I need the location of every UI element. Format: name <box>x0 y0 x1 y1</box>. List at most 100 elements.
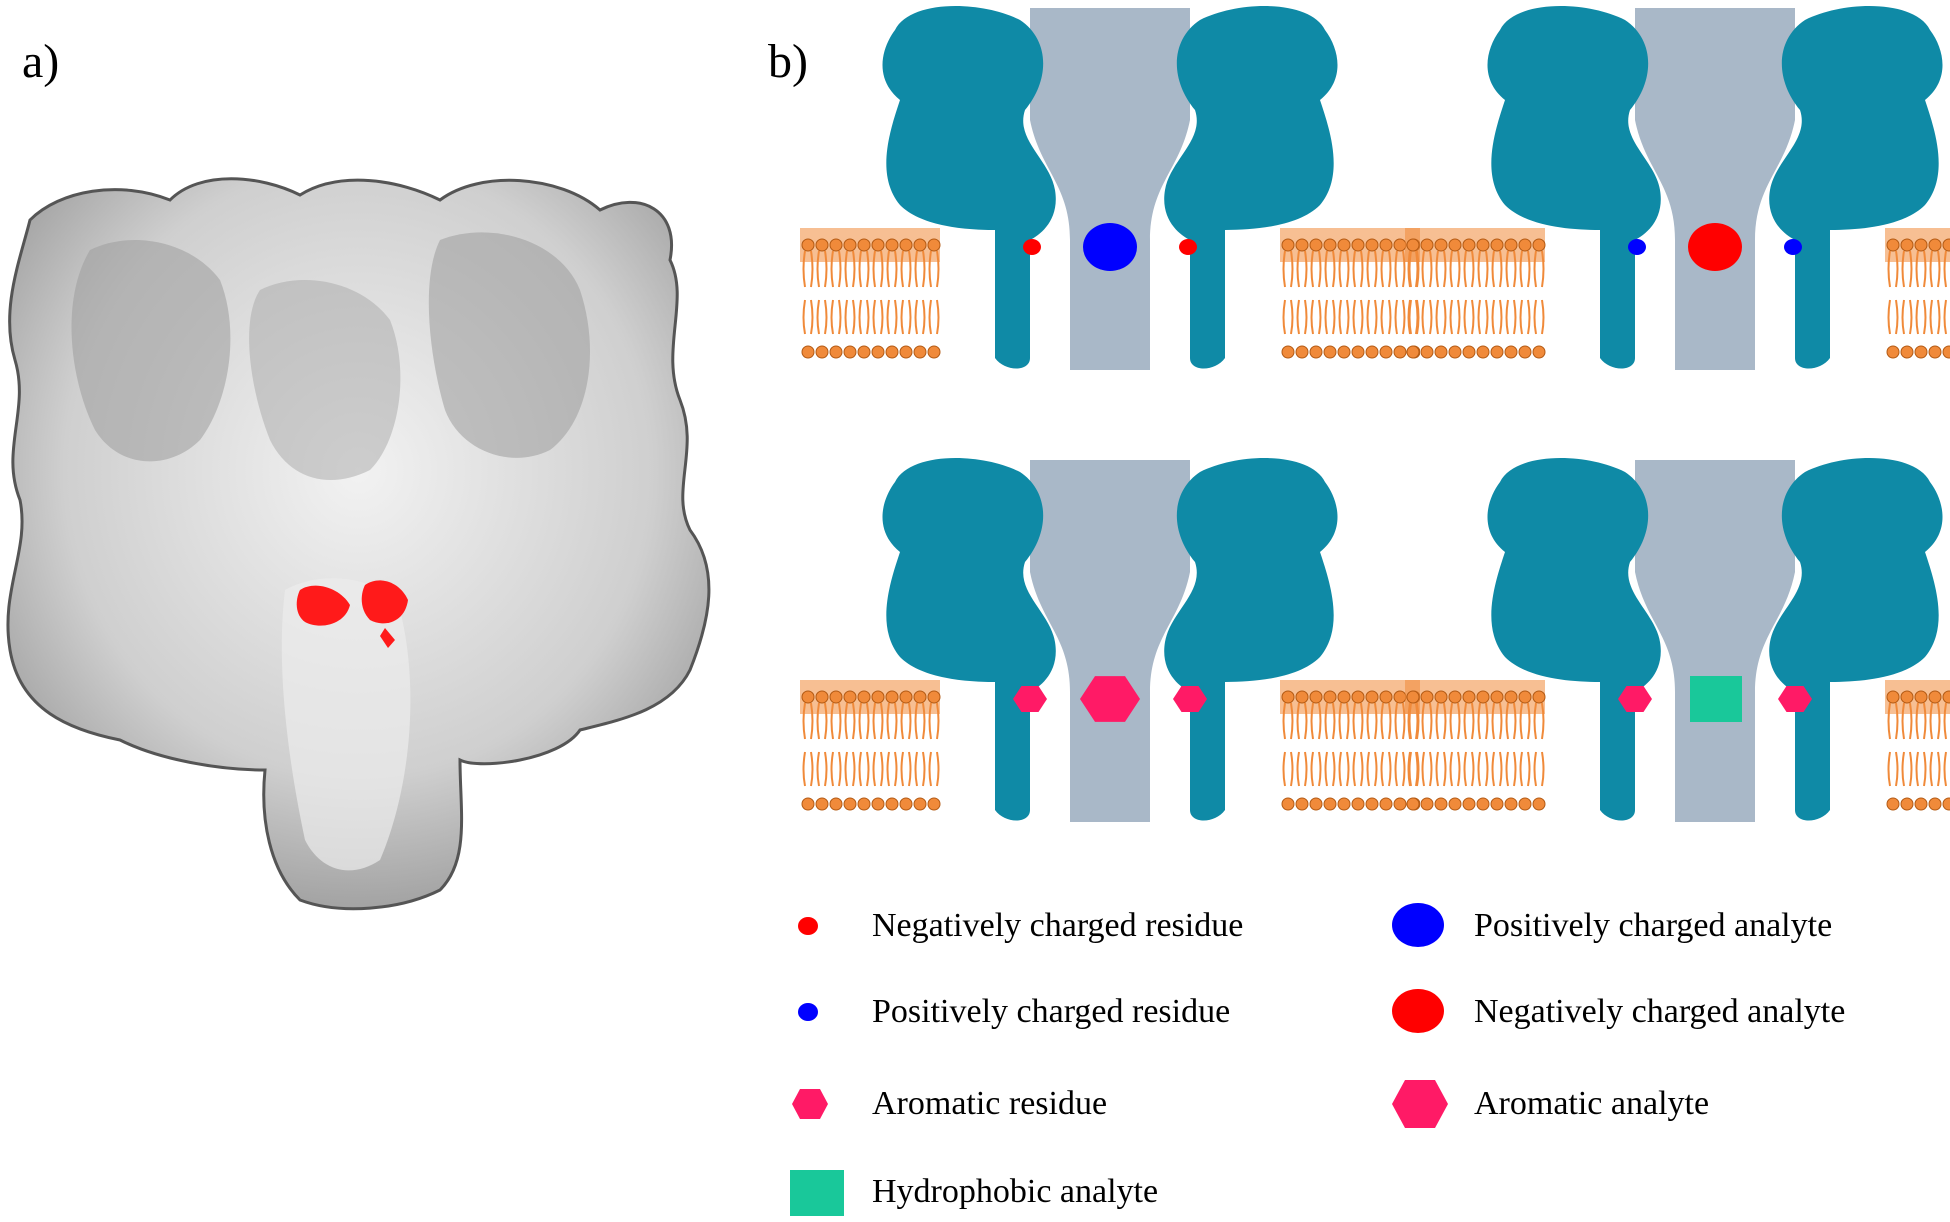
lipid-head-top <box>1310 239 1322 251</box>
lipid-tail-bottom <box>860 752 869 786</box>
lipid-head-top <box>1887 239 1899 251</box>
lipid-head-bottom <box>830 798 842 810</box>
lipid-head-bottom <box>1310 346 1322 358</box>
lipid-tail-bottom <box>1889 300 1898 334</box>
lipid-head-bottom <box>844 798 856 810</box>
lipid-head-bottom <box>1296 346 1308 358</box>
lipid-head-bottom <box>1282 346 1294 358</box>
lipid-head-top <box>914 239 926 251</box>
lipid-head-top <box>1366 691 1378 703</box>
lipid-tail-bottom <box>888 300 897 334</box>
lipid-head-bottom <box>1338 798 1350 810</box>
lipid-tail-bottom <box>1521 752 1530 786</box>
lipid-head-top <box>1449 691 1461 703</box>
lipid-head-bottom <box>1407 798 1419 810</box>
lipid-head-top <box>914 691 926 703</box>
lipid-tail-bottom <box>902 300 911 334</box>
lipid-head-bottom <box>1533 346 1545 358</box>
lipid-head-bottom <box>1929 346 1941 358</box>
lipid-head-top <box>1366 239 1378 251</box>
legend-positive-analyte: Positively charged analyte <box>1390 896 1832 956</box>
membrane-left <box>1405 680 1545 810</box>
lipid-head-bottom <box>1463 346 1475 358</box>
negative-residue-left <box>1023 239 1041 255</box>
lipid-head-bottom <box>802 346 814 358</box>
large-red-circle-icon <box>1390 987 1448 1035</box>
negative-analyte <box>1688 223 1742 271</box>
lipid-head-bottom <box>1352 798 1364 810</box>
lipid-head-bottom <box>1887 798 1899 810</box>
lipid-head-top <box>928 691 940 703</box>
lipid-head-bottom <box>900 346 912 358</box>
lipid-head-bottom <box>1421 346 1433 358</box>
lipid-tail-bottom <box>1535 752 1544 786</box>
lipid-head-top <box>830 239 842 251</box>
lipid-tail-bottom <box>832 300 841 334</box>
lipid-tail-bottom <box>1298 752 1307 786</box>
lipid-head-top <box>844 691 856 703</box>
lipid-head-top <box>1477 691 1489 703</box>
lipid-head-bottom <box>1505 798 1517 810</box>
lipid-head-top <box>1324 239 1336 251</box>
lipid-head-bottom <box>1901 346 1913 358</box>
lipid-head-top <box>816 239 828 251</box>
small-pink-hexagon-icon <box>790 1086 830 1122</box>
lipid-head-top <box>844 239 856 251</box>
lipid-head-bottom <box>886 346 898 358</box>
lipid-head-top <box>886 239 898 251</box>
lipid-head-top <box>1505 691 1517 703</box>
large-pink-hexagon-icon <box>1390 1078 1450 1130</box>
legend-label: Aromatic residue <box>872 1085 1107 1123</box>
lipid-tail-bottom <box>1354 300 1363 334</box>
lipid-head-top <box>872 239 884 251</box>
lipid-tail-bottom <box>1903 752 1912 786</box>
lipid-tail-bottom <box>1312 300 1321 334</box>
lipid-tail-bottom <box>860 300 869 334</box>
small-red-dot-icon <box>790 914 826 938</box>
legend-negative-analyte: Negatively charged analyte <box>1390 982 1845 1042</box>
lipid-head-bottom <box>1519 346 1531 358</box>
membrane-right <box>1885 228 1950 358</box>
lipid-head-bottom <box>1449 798 1461 810</box>
lipid-head-bottom <box>1380 346 1392 358</box>
lipid-head-top <box>1296 691 1308 703</box>
lipid-head-bottom <box>1533 798 1545 810</box>
lipid-tail-bottom <box>930 752 939 786</box>
lipid-head-top <box>1296 239 1308 251</box>
lipid-tail-bottom <box>874 300 883 334</box>
lipid-head-top <box>1533 691 1545 703</box>
lipid-head-bottom <box>1352 346 1364 358</box>
lipid-head-bottom <box>886 798 898 810</box>
lipid-head-top <box>1463 691 1475 703</box>
lipid-head-bottom <box>1943 798 1950 810</box>
panel-a-label: a) <box>22 38 59 86</box>
lipid-head-top <box>1407 691 1419 703</box>
lipid-head-bottom <box>816 798 828 810</box>
lipid-tail-bottom <box>930 300 939 334</box>
lipid-head-top <box>1449 239 1461 251</box>
lipid-head-top <box>1533 239 1545 251</box>
lipid-tail-bottom <box>1917 752 1926 786</box>
lipid-tail-bottom <box>1945 300 1950 334</box>
lipid-head-bottom <box>1477 798 1489 810</box>
lipid-tail-bottom <box>818 300 827 334</box>
lipid-tail-bottom <box>818 752 827 786</box>
lipid-tail-bottom <box>1451 752 1460 786</box>
lipid-tail-bottom <box>1396 752 1405 786</box>
membrane-right <box>1280 228 1420 358</box>
lipid-head-bottom <box>1338 346 1350 358</box>
lipid-tail-bottom <box>1340 300 1349 334</box>
lipid-head-top <box>1463 239 1475 251</box>
lipid-tail-bottom <box>1479 752 1488 786</box>
lipid-head-bottom <box>1929 798 1941 810</box>
lipid-head-top <box>928 239 940 251</box>
lipid-head-top <box>1324 691 1336 703</box>
lipid-tail-bottom <box>1945 752 1950 786</box>
lipid-tail-bottom <box>1312 752 1321 786</box>
lipid-head-bottom <box>1421 798 1433 810</box>
lipid-head-top <box>1380 691 1392 703</box>
lipid-head-top <box>1929 239 1941 251</box>
large-blue-circle-icon <box>1390 901 1448 949</box>
lipid-head-top <box>830 691 842 703</box>
protein-cavity-left <box>71 240 230 461</box>
